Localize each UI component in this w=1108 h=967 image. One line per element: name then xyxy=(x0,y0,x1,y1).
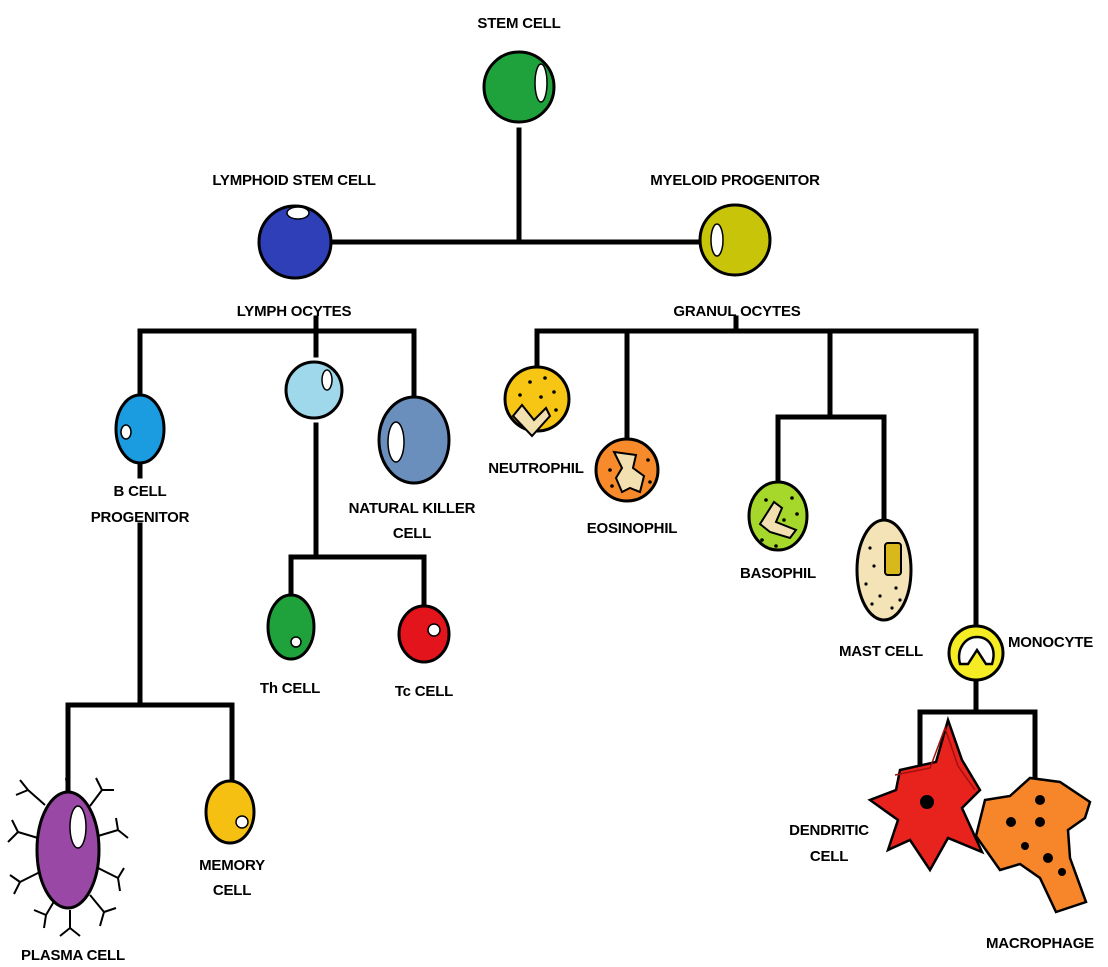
label-eosinophil: EOSINOPHIL xyxy=(587,520,678,537)
mast-cell-nucleus xyxy=(884,542,902,576)
b-cell-progenitor-body xyxy=(114,393,166,465)
mast-cell-granules xyxy=(864,546,902,610)
mast-cell xyxy=(855,518,913,622)
label-th-cell: Th CELL xyxy=(260,680,320,697)
b-cell-progenitor-nucleus xyxy=(120,424,132,440)
label-neutrophil: NEUTROPHIL xyxy=(488,460,584,477)
macrophage xyxy=(974,776,1092,914)
dendritic-cell-body xyxy=(867,715,985,873)
t-progenitor xyxy=(284,360,344,420)
th-cell xyxy=(266,593,316,661)
label-lymphocytes: LYMPH OCYTES xyxy=(237,303,352,320)
label-tc-cell: Tc CELL xyxy=(395,683,453,700)
neutrophil-granules xyxy=(518,376,558,412)
lymphoid-stem-cell-nucleus xyxy=(286,206,310,220)
t-progenitor-body xyxy=(284,360,344,420)
neutrophil xyxy=(503,365,571,438)
label-myeloid-progenitor: MYELOID PROGENITOR xyxy=(650,172,820,189)
plasma-cell-body xyxy=(35,790,101,910)
eosinophil-granules xyxy=(608,458,652,488)
tc-cell-nucleus xyxy=(427,623,441,637)
label-memory-cell-line1: MEMORY xyxy=(199,857,265,874)
myeloid-progenitor-body xyxy=(698,203,772,277)
myeloid-progenitor-nucleus xyxy=(710,223,724,257)
monocyte xyxy=(947,624,1005,682)
label-monocyte: MONOCYTE xyxy=(1008,634,1093,651)
plasma-cell-nucleus xyxy=(69,805,87,849)
stem-cell xyxy=(482,50,556,124)
memory-cell-body xyxy=(204,779,256,845)
label-b-cell-progenitor-line2: PROGENITOR xyxy=(91,509,190,526)
label-memory-cell-line2: CELL xyxy=(213,882,251,899)
dendritic-cell-nucleus xyxy=(920,795,934,809)
eosinophil-nucleus xyxy=(612,450,646,494)
label-lymphoid-stem-cell: LYMPHOID STEM CELL xyxy=(212,172,375,189)
label-plasma-cell: PLASMA CELL xyxy=(21,947,125,964)
natural-killer-nucleus xyxy=(387,421,405,463)
label-macrophage: MACROPHAGE xyxy=(986,935,1094,952)
label-b-cell-progenitor-line1: B CELL xyxy=(114,483,167,500)
dendritic-cell xyxy=(867,715,985,873)
label-natural-killer-line1: NATURAL KILLER xyxy=(349,500,476,517)
lymphoid-stem-cell xyxy=(257,204,333,280)
plasma-cell xyxy=(7,777,129,937)
monocyte-nucleus xyxy=(957,635,995,666)
basophil-nucleus xyxy=(758,500,798,540)
th-cell-body xyxy=(266,593,316,661)
labels: STEM CELL LYMPHOID STEM CELL MYELOID PRO… xyxy=(21,15,1094,964)
th-cell-nucleus xyxy=(290,636,302,648)
label-dendritic-cell-line1: DENDRITIC xyxy=(789,822,869,839)
label-mast-cell: MAST CELL xyxy=(839,643,923,660)
tc-cell xyxy=(397,604,451,664)
eosinophil xyxy=(594,437,660,503)
label-basophil: BASOPHIL xyxy=(740,565,816,582)
basophil-granules xyxy=(760,496,799,548)
label-granulocytes: GRANUL OCYTES xyxy=(673,303,800,320)
stem-cell-nucleus xyxy=(534,63,548,103)
label-stem-cell: STEM CELL xyxy=(477,15,560,32)
myeloid-progenitor xyxy=(698,203,772,277)
macrophage-nuclei xyxy=(1006,795,1066,876)
macrophage-body xyxy=(974,776,1092,914)
label-natural-killer-line2: CELL xyxy=(393,525,431,542)
neutrophil-nucleus xyxy=(511,403,552,438)
plasma-cell-antibodies xyxy=(7,777,129,937)
basophil xyxy=(747,480,809,552)
natural-killer-cell xyxy=(377,395,451,485)
dendritic-cell-outline xyxy=(894,725,976,791)
t-progenitor-nucleus xyxy=(321,369,333,391)
memory-cell-nucleus xyxy=(235,815,249,829)
lymphoid-stem-cell-body xyxy=(257,204,333,280)
b-cell-progenitor xyxy=(114,393,166,465)
memory-cell xyxy=(204,779,256,845)
label-dendritic-cell-line2: CELL xyxy=(810,848,848,865)
tc-cell-body xyxy=(397,604,451,664)
